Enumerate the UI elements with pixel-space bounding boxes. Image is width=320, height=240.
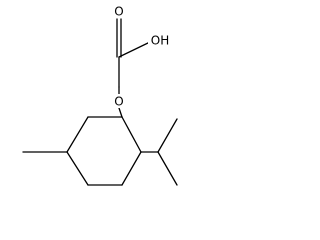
bond-ether-o-ring	[118, 107, 123, 118]
molecule-structure: O OH O	[22, 4, 178, 186]
bond-ring-3	[66, 151, 89, 186]
bond-isopropyl-me1	[157, 118, 178, 153]
ether-oxygen-label: O	[114, 95, 123, 109]
bond-ring-2	[66, 116, 89, 153]
bond-ring-5	[121, 151, 142, 186]
hydroxyl-label: OH	[151, 34, 169, 48]
bond-isopropyl-me2	[157, 151, 178, 186]
carbonyl-oxygen-label: O	[114, 5, 123, 19]
bond-ring-6	[121, 116, 142, 153]
bond-c-oh	[118, 41, 151, 58]
